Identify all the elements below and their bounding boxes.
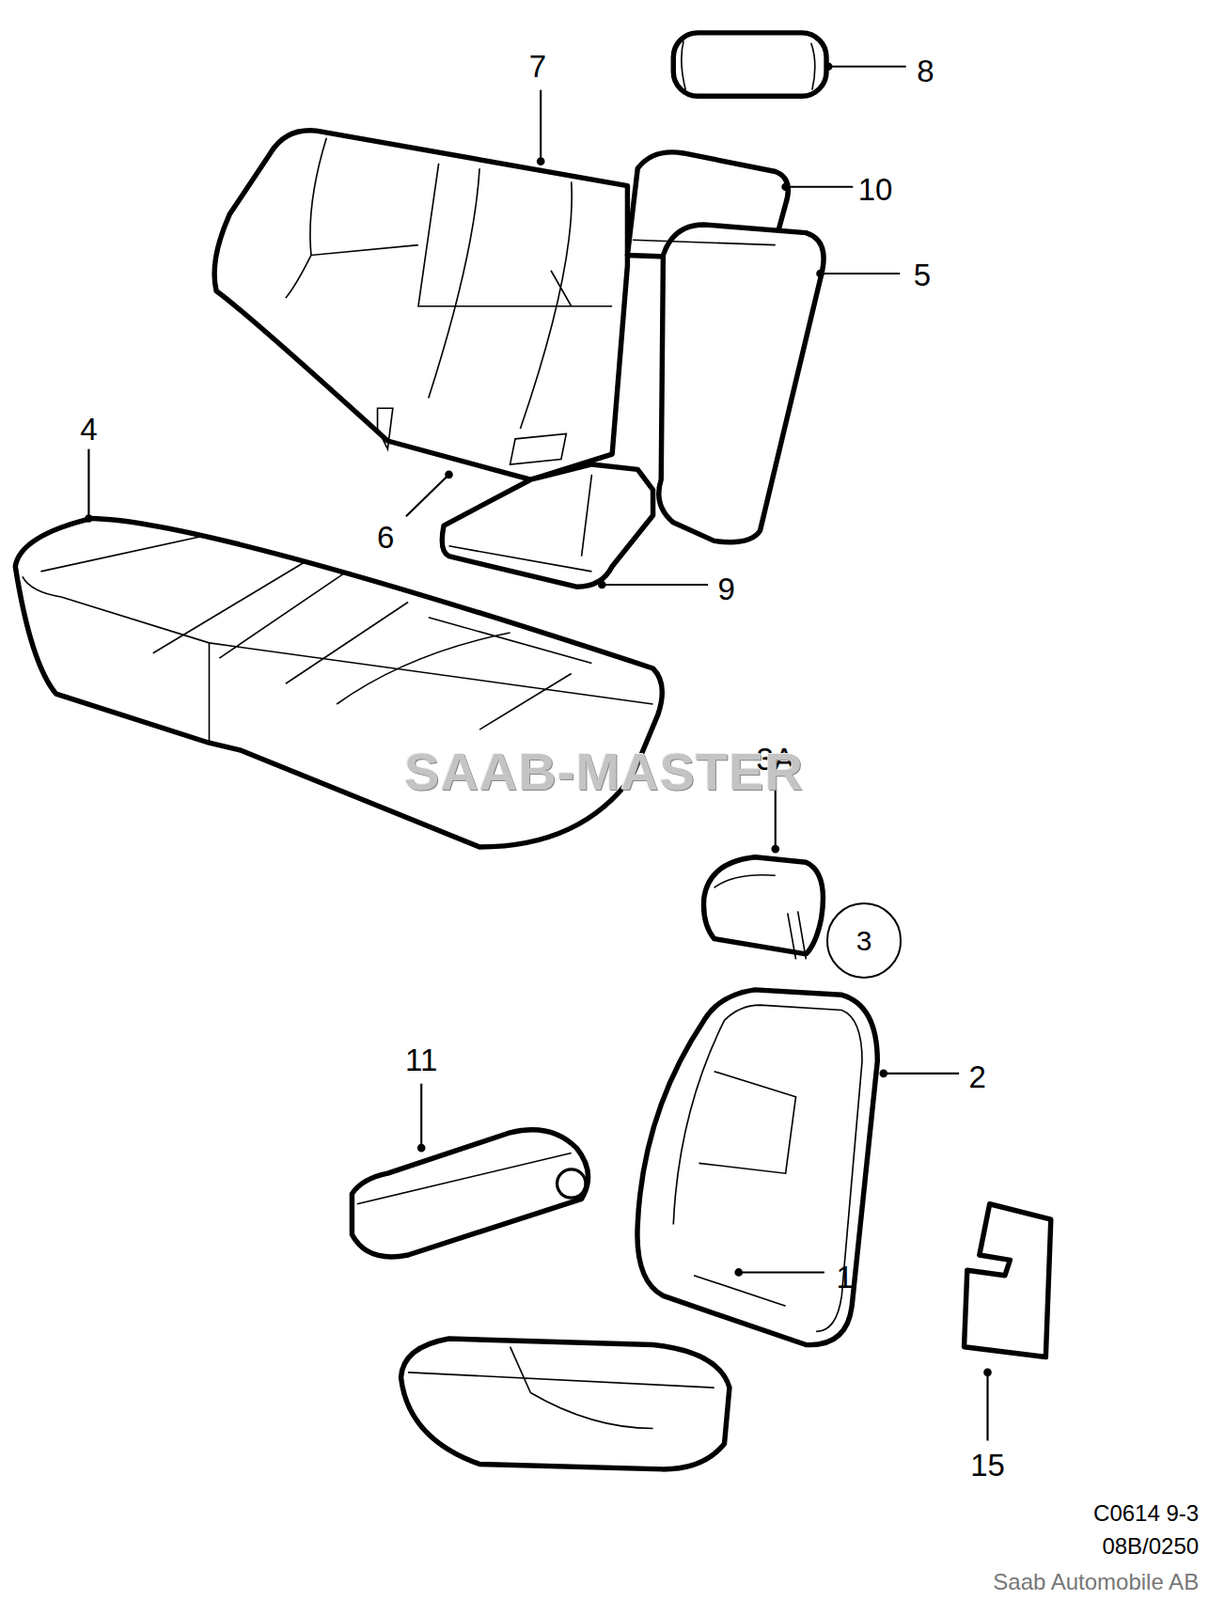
callout-number: 2	[968, 1060, 986, 1095]
drawing-code: Saab Automobile AB	[992, 1570, 1199, 1595]
callout-number: 10	[858, 172, 894, 207]
callout-number: 4	[79, 412, 97, 447]
drawing-code: C0614 9-3	[1093, 1501, 1199, 1526]
callout-number: 6	[376, 520, 394, 555]
callout-number: 15	[970, 1448, 1005, 1483]
front-backrest	[637, 989, 878, 1346]
leader-lines	[85, 62, 991, 1441]
callout-number: 5	[913, 258, 931, 293]
rear-headrest	[673, 32, 827, 96]
callout-number: 1	[835, 1260, 853, 1295]
drawing-code: 08B/0250	[1101, 1534, 1199, 1559]
rear-armrest	[441, 464, 653, 587]
callout-number: 3	[856, 925, 873, 958]
callout-number: 8	[916, 54, 934, 89]
reference-circle: 3	[826, 902, 902, 978]
watermark: SAAB-MASTER	[404, 742, 804, 801]
callout-number: 9	[718, 572, 736, 607]
front-cushion	[400, 1338, 729, 1470]
back-panel	[964, 1204, 1052, 1358]
callout-number: 7	[529, 49, 547, 84]
rear-backrest	[214, 130, 628, 480]
side-bolster	[659, 224, 824, 543]
front-headrest	[704, 857, 824, 955]
front-armrest	[351, 1130, 588, 1257]
callout-number: 11	[405, 1043, 438, 1078]
